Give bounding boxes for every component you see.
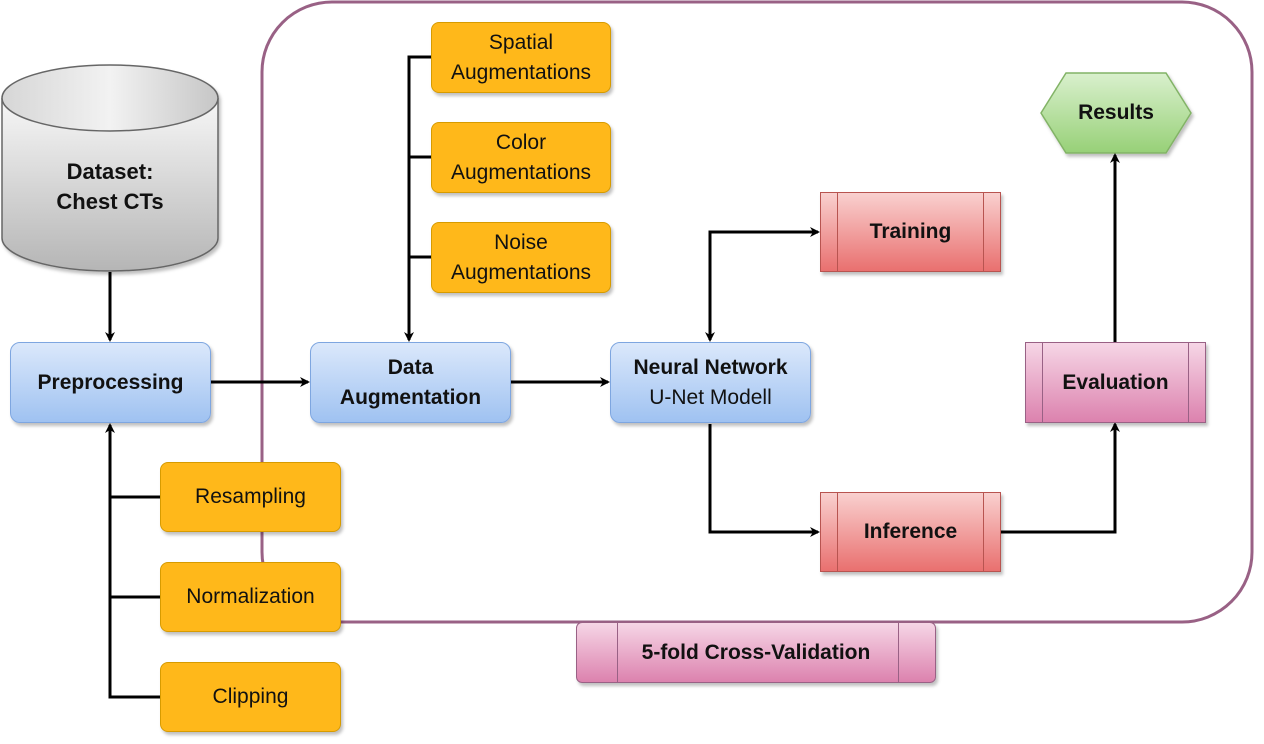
edge-network-to-training [708, 227, 820, 340]
results-hexagon-shape [1040, 72, 1192, 154]
results-label: Results [1078, 101, 1154, 124]
preprocessing-node: Preprocessing [10, 342, 211, 423]
data-augmentation-line2: Augmentation [339, 385, 482, 409]
clipping-label: Clipping [212, 685, 289, 708]
evaluation-label: Evaluation [1062, 370, 1169, 394]
inference-node: Inference [820, 492, 1001, 572]
dataset-cylinder-shape [1, 64, 219, 272]
edge-network-to-inference [708, 424, 820, 537]
data-augmentation-line1: Data [387, 355, 434, 379]
noise-augmentations-node: Noise Augmentations [431, 222, 611, 293]
results-node: Results [1041, 73, 1191, 153]
evaluation-node: Evaluation [1025, 342, 1206, 423]
resampling-label: Resampling [195, 485, 306, 508]
inference-label: Inference [863, 520, 958, 543]
normalization-node: Normalization [160, 562, 341, 632]
spatial-augmentations-line1: Spatial [488, 30, 554, 54]
spatial-augmentations-line2: Augmentations [450, 60, 592, 84]
noise-augmentations-line2: Augmentations [450, 260, 592, 284]
neural-network-title: Neural Network [633, 355, 788, 379]
training-node: Training [820, 192, 1001, 272]
color-augmentations-line2: Augmentations [450, 160, 592, 184]
dataset-node: Dataset: Chest CTs [20, 152, 200, 222]
noise-augmentations-line1: Noise [494, 230, 548, 254]
resampling-node: Resampling [160, 462, 341, 532]
data-augmentation-node: Data Augmentation [310, 342, 511, 423]
preprocessing-label: Preprocessing [37, 370, 184, 394]
clipping-node: Clipping [160, 662, 341, 732]
normalization-label: Normalization [186, 585, 315, 608]
color-augmentations-node: Color Augmentations [431, 122, 611, 193]
neural-network-node: Neural Network U-Net Modell [610, 342, 811, 423]
color-augmentations-line1: Color [495, 130, 547, 154]
edge-augmentation-steps-bracket [404, 55, 431, 342]
spatial-augmentations-node: Spatial Augmentations [431, 22, 611, 93]
edge-inference-to-evaluation [1001, 422, 1120, 534]
neural-network-model: U-Net Modell [649, 385, 772, 409]
training-label: Training [869, 220, 952, 243]
dataset-subtitle: Chest CTs [56, 189, 164, 214]
dataset-title: Dataset: [66, 159, 154, 184]
cross-validation-label-node: 5-fold Cross-Validation [576, 622, 936, 683]
cross-validation-label: 5-fold Cross-Validation [641, 640, 871, 664]
